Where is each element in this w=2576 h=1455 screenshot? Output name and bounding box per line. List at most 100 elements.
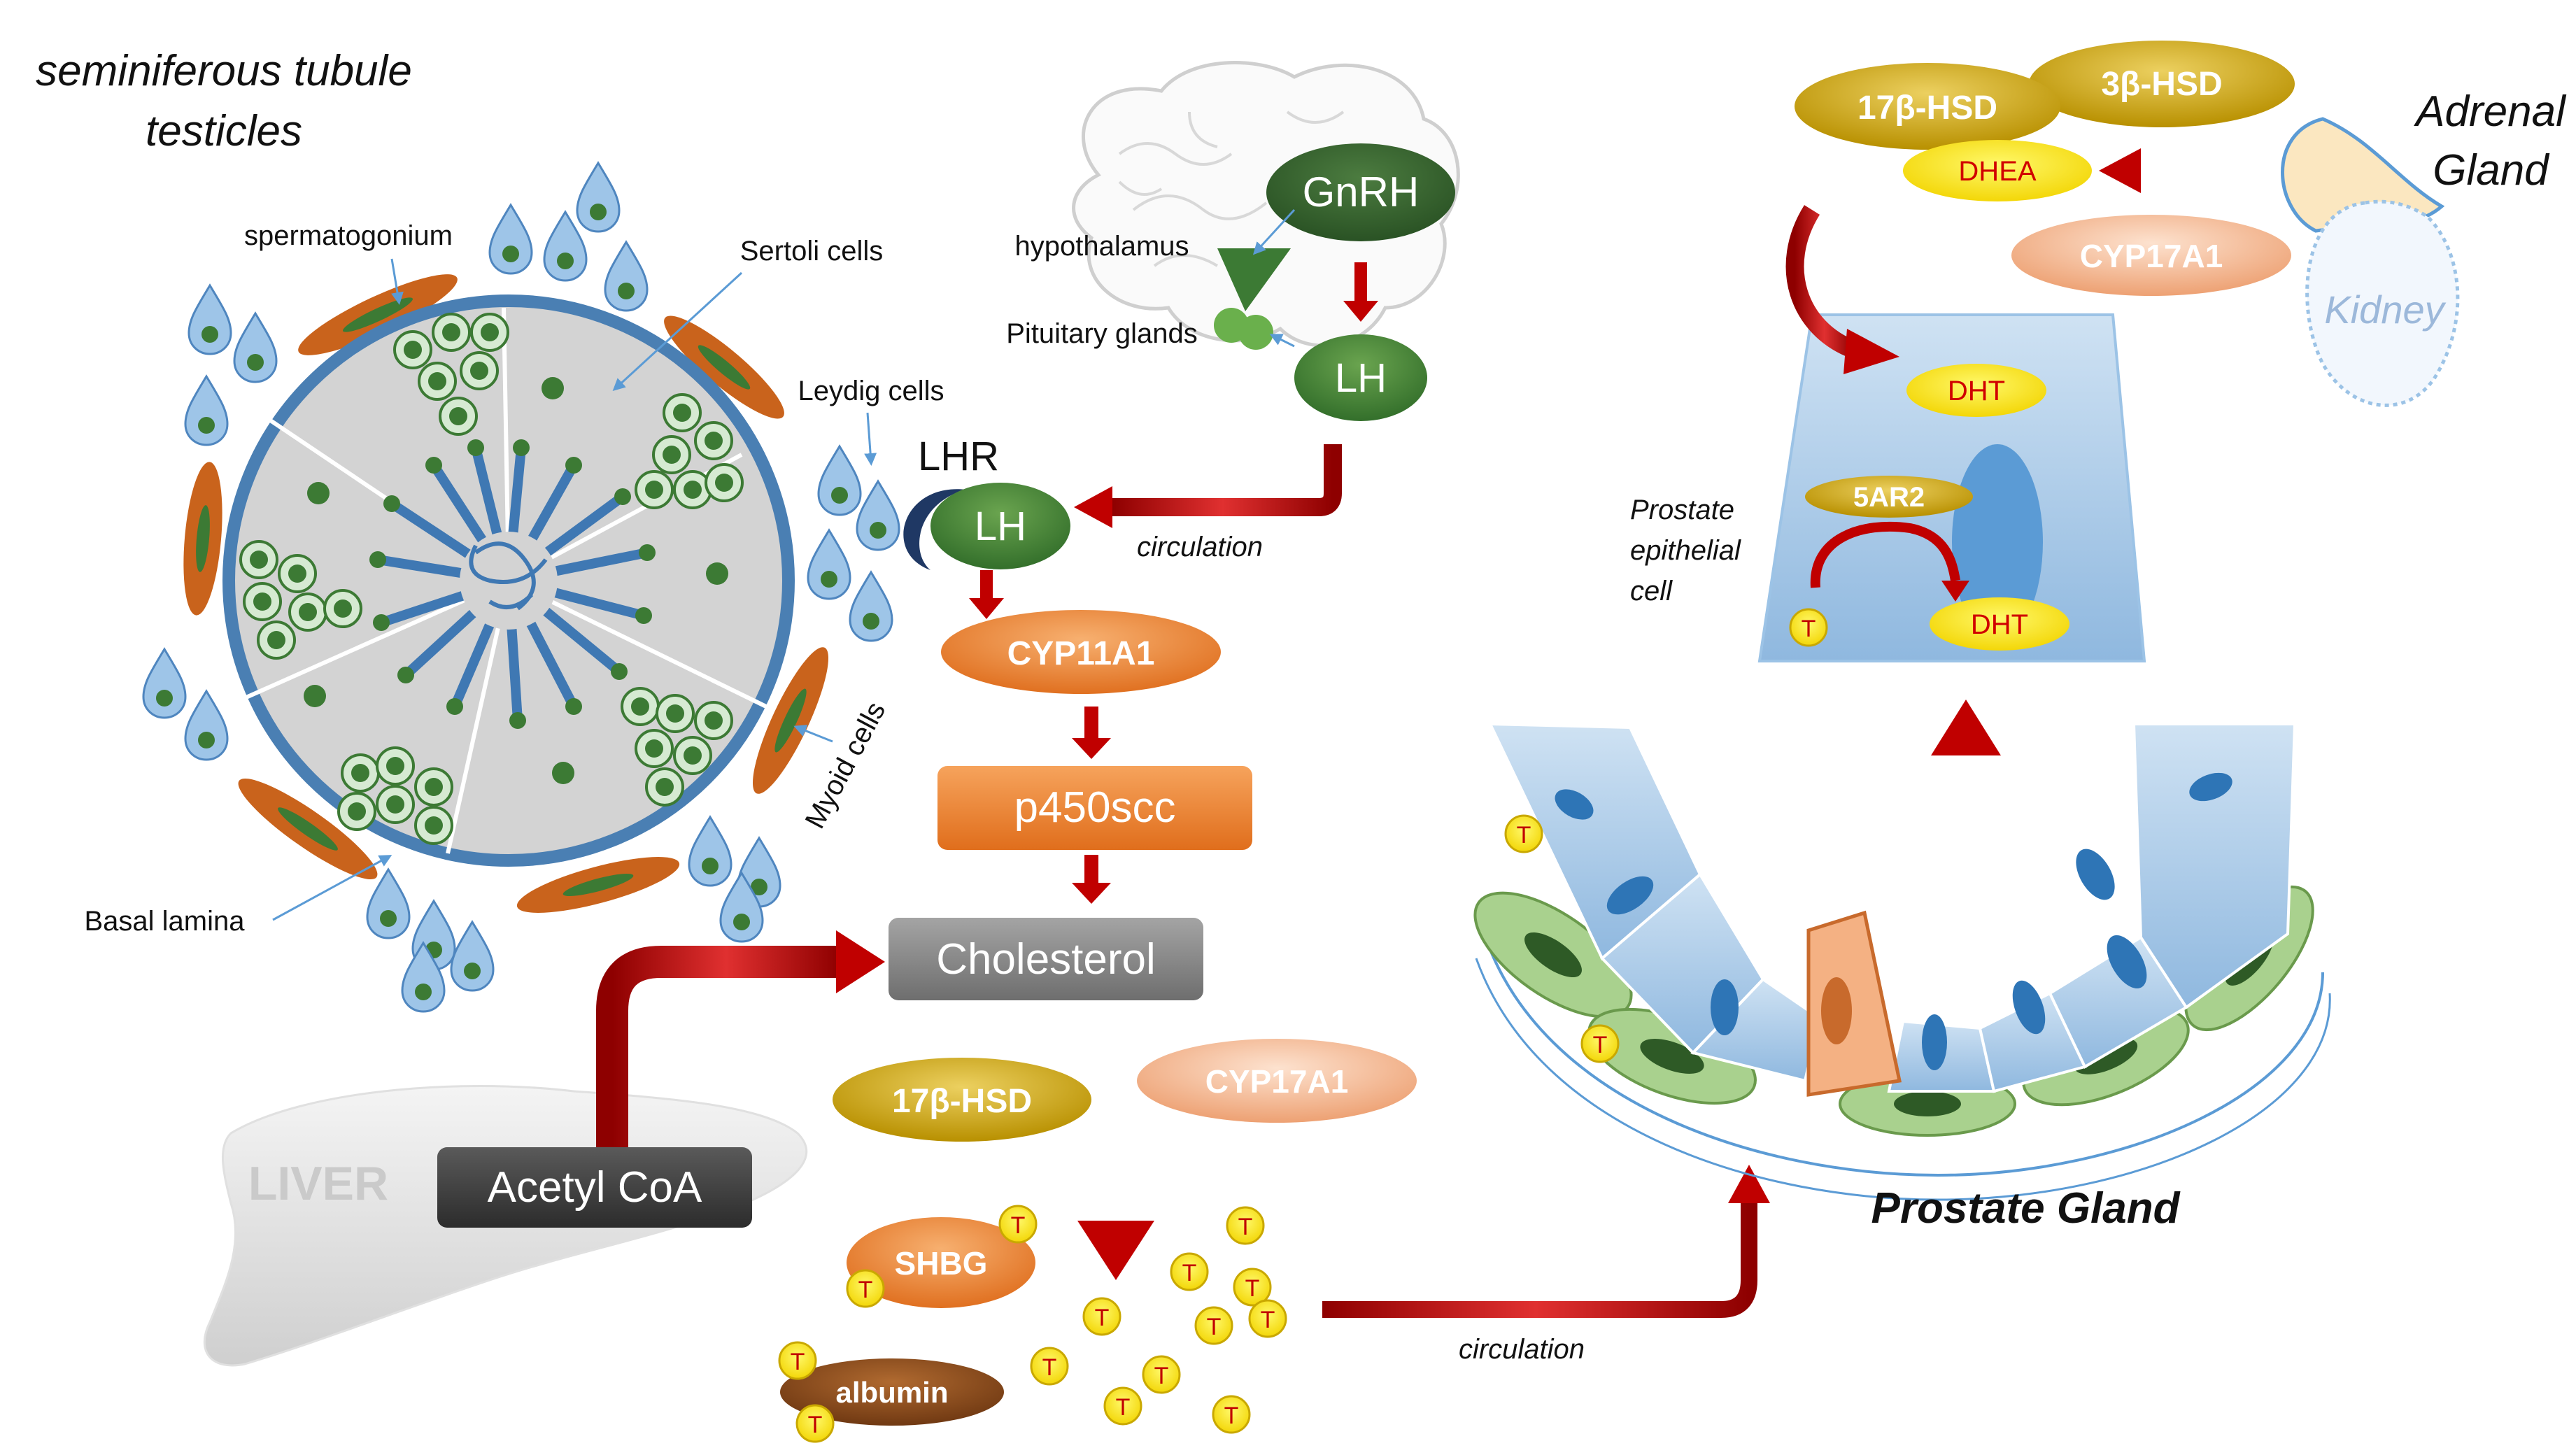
gland-outer-line-1 (1482, 930, 2324, 1177)
testis-title-line1: seminiferous tubule (36, 47, 412, 95)
label-hypothalamus: hypothalamus (1014, 231, 1189, 262)
shbg-label: SHBG (895, 1245, 988, 1282)
lh-top-ellipse (1294, 334, 1427, 421)
dhea-to-dht-arrow (1785, 205, 1857, 359)
steroidogenesis-pathway: CYP11A1 p450scc Cholesterol LIVER Acetyl… (203, 570, 1770, 1443)
gnrh-to-lh-arrowhead (1343, 301, 1378, 322)
t-molecule: T (1207, 1314, 1222, 1340)
testosterone-molecules: T T T T T T T T T T T T T T (778, 1205, 1287, 1443)
t-molecule: T (1095, 1305, 1110, 1331)
basal-cells (1473, 885, 2314, 1137)
shbg-ellipse (847, 1217, 1035, 1308)
gnrh-label: GnRH (1303, 169, 1420, 215)
liver-label: LIVER (248, 1157, 388, 1210)
label-prostate-cell-3: cell (1630, 576, 1673, 606)
adrenal-to-dhea-arrowhead (2099, 148, 2141, 193)
dhea-label: DHEA (1958, 156, 2036, 187)
sar2-label: 5AR2 (1853, 482, 1925, 513)
sar2-ellipse (1805, 476, 1973, 518)
t-molecule: T (1224, 1403, 1239, 1429)
acetyl-coa-label: Acetyl CoA (488, 1163, 702, 1212)
myoid-cells (183, 274, 829, 913)
albumin-ellipse (780, 1358, 1004, 1426)
orange-cell-nucleus (1821, 977, 1852, 1044)
cholesterol-box (889, 918, 1203, 1000)
t-molecule: T (1261, 1307, 1275, 1333)
acetyl-coa-box (437, 1147, 752, 1228)
cyp17a1-adrenal-ellipse (2011, 215, 2291, 296)
hsd17-pathway-label: 17β-HSD (892, 1083, 1032, 1120)
t-molecule: T (1245, 1275, 1260, 1302)
cyp11a1-label: CYP11A1 (1007, 635, 1155, 672)
t-molecule: T (1238, 1214, 1253, 1240)
lh-circulation-arrow (1112, 444, 1342, 516)
lh-circulation-arrowhead (1074, 486, 1112, 528)
label-circulation-t: circulation (1459, 1334, 1585, 1365)
lhr-crescent (903, 489, 965, 570)
seminiferous-tubule: seminiferous tubule testicles spermatogo… (36, 47, 944, 1013)
lh-top-label: LH (1335, 355, 1387, 401)
cholesterol-label: Cholesterol (936, 935, 1156, 984)
brain-section: GnRH LH hypothalamus Pituitary glands ci… (903, 61, 1460, 570)
hsd17-pathway-ellipse (833, 1058, 1091, 1142)
t-molecule: T (858, 1277, 873, 1303)
t-molecule: T (791, 1349, 805, 1375)
lh-receptor-label: LH (975, 504, 1026, 549)
t-molecule-gland: T (1593, 1032, 1608, 1058)
dht-bottom-label: DHT (1971, 609, 2028, 640)
t-molecule: T (808, 1412, 823, 1438)
gnrh-leader-line (1252, 208, 1296, 255)
t-molecule-gland: T (1517, 822, 1531, 849)
label-prostate-cell-2: epithelial (1630, 535, 1741, 566)
hsd17-adrenal-label: 17β-HSD (1857, 90, 1997, 127)
spermatid-heads (369, 439, 656, 729)
t-molecule-cell: T (1802, 616, 1816, 642)
acetyl-to-cholesterol-arrow (596, 946, 840, 1147)
testis-title-line2: testicles (146, 107, 302, 155)
hsd3-ellipse (2029, 41, 2295, 127)
adrenal-title-line2: Gland (2433, 146, 2550, 194)
testis-leader-lines (272, 258, 877, 921)
kidney-label: Kidney (2324, 288, 2446, 332)
hsd17-adrenal-ellipse (1795, 63, 2060, 150)
epithelial-cell-nucleus (1952, 444, 2043, 640)
t-molecule: T (1116, 1394, 1131, 1421)
cyp17a1-pathway-ellipse (1137, 1039, 1417, 1123)
dhea-to-dht-arrowhead (1843, 329, 1899, 374)
albumin-label: albumin (835, 1376, 948, 1409)
t-molecule: T (1154, 1363, 1169, 1389)
p450scc-box (937, 766, 1252, 850)
cyp17a1-pathway-label: CYP17A1 (1205, 1063, 1349, 1100)
label-circulation-lh: circulation (1137, 532, 1263, 562)
label-basal-lamina: Basal lamina (84, 906, 245, 937)
lh-leader-line (1269, 334, 1295, 348)
luminal-cell-nuclei (1555, 772, 2232, 1070)
label-leydig-cells: Leydig cells (798, 376, 944, 406)
adrenal-section: Kidney Adrenal Gland 3β-HSD 17β-HSD DHEA… (1795, 41, 2567, 407)
prostate-gland-title: Prostate Gland (1871, 1184, 2181, 1233)
t-molecule: T (1011, 1212, 1026, 1239)
pituitary-gland-2 (1238, 315, 1273, 350)
prostate-gland: T T Prostate Gland (1473, 722, 2331, 1233)
lh-receptor-ellipse (930, 483, 1070, 569)
lhr-label: LHR (918, 434, 999, 479)
lumen-tails (469, 541, 548, 611)
t-molecule: T (1042, 1354, 1057, 1381)
dhea-ellipse (1903, 140, 2092, 201)
sertoli-nuclei (304, 377, 728, 784)
gland-to-cell-arrowhead (1931, 700, 2001, 755)
cyp17a1-adrenal-label: CYP17A1 (2080, 238, 2223, 274)
label-pituitary-glands: Pituitary glands (1006, 318, 1197, 349)
dht-top-ellipse (1906, 364, 2046, 417)
t-circulation-arrowhead (1728, 1165, 1770, 1203)
dht-top-label: DHT (1948, 376, 2005, 406)
prostate-epithelial-cell: DHT 5AR2 T DHT Prostate epithelial cell (1630, 205, 2146, 857)
p450scc-label: p450scc (1014, 783, 1176, 832)
cholesterol-to-t-arrowhead (1077, 1221, 1154, 1280)
hsd3-label: 3β-HSD (2101, 66, 2222, 103)
luminal-cells (1487, 722, 2297, 1093)
t-to-dht-arrow (1810, 521, 1960, 588)
label-prostate-cell-1: Prostate (1630, 495, 1734, 525)
label-spermatogonium: spermatogonium (244, 220, 453, 251)
